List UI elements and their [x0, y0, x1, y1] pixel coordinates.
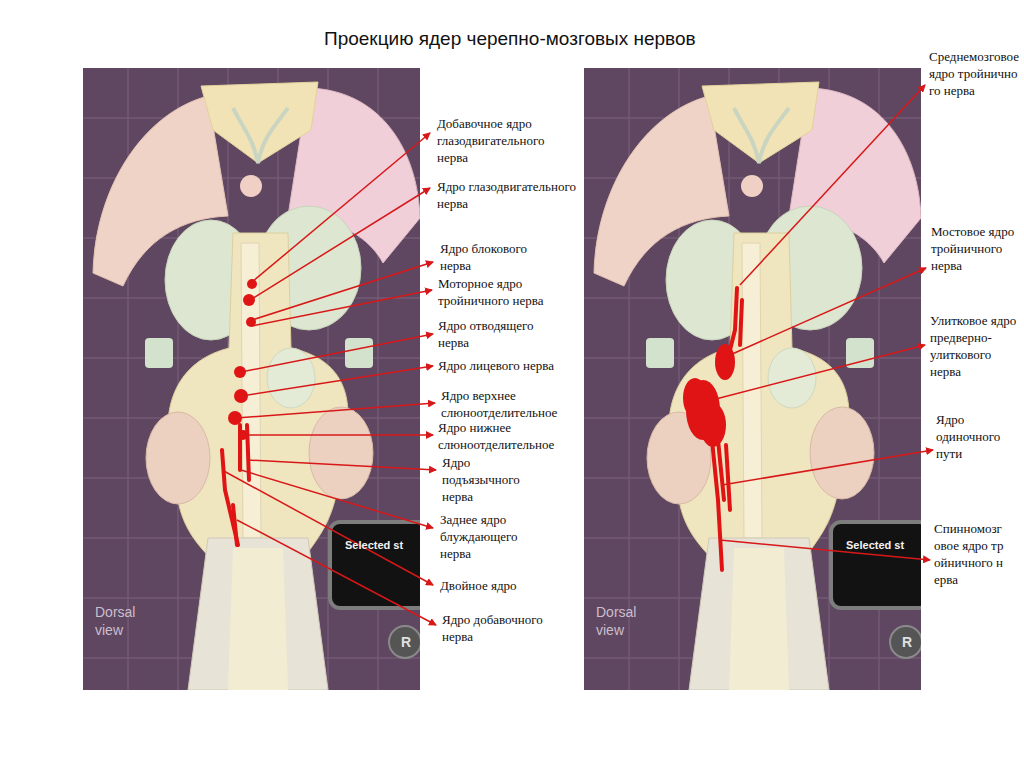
nucleus-label: Спинномозговое ядро тройничного нерва	[934, 521, 1006, 589]
view-caption: Dorsal view	[596, 603, 666, 639]
button-letter: R	[900, 634, 914, 650]
nucleus-label: Ядро одиночного пути	[936, 412, 1020, 463]
title: Проекцию ядер черепно-мозговых нервов	[324, 28, 696, 50]
nucleus-label: Двойное ядро	[440, 578, 560, 595]
leader-lines	[222, 85, 933, 625]
nucleus-label: Мостовое ядро тройничного нерва	[931, 224, 1019, 275]
button-letter: R	[399, 634, 413, 650]
nucleus-label: Ядро верхнее слюноотделительное	[441, 388, 591, 422]
view-caption: Dorsal view	[95, 603, 165, 639]
screen-text: Selected st	[345, 538, 419, 552]
nucleus-label: Улитковое ядро предверно-улиткового нерв…	[930, 313, 1020, 381]
nucleus-label: Ядро глазодвигательного нерва	[437, 179, 577, 213]
nucleus-label: Добавочное ядро глазодвигательного нерва	[437, 116, 577, 167]
nucleus-columns	[222, 288, 742, 570]
nucleus-label: Моторное ядро тройничного нерва	[438, 276, 578, 310]
nucleus-label: Ядро лицевого нерва	[438, 358, 588, 375]
nucleus-label: Заднее ядро блуждающего нерва	[440, 512, 548, 563]
nucleus-label: Ядро добавочного нерва	[442, 612, 574, 646]
nucleus-label: Ядро нижнее слюноотделительное	[438, 420, 588, 454]
nucleus-label: Ядро отводящего нерва	[438, 318, 563, 352]
nucleus-label: Ядро блокового нерва	[440, 241, 558, 275]
nucleus-label: Ядро подъязычного нерва	[442, 455, 544, 506]
nucleus-label: Среднемозговое ядро тройничного нерва	[929, 49, 1019, 100]
screen-text: Selected st	[846, 538, 920, 552]
